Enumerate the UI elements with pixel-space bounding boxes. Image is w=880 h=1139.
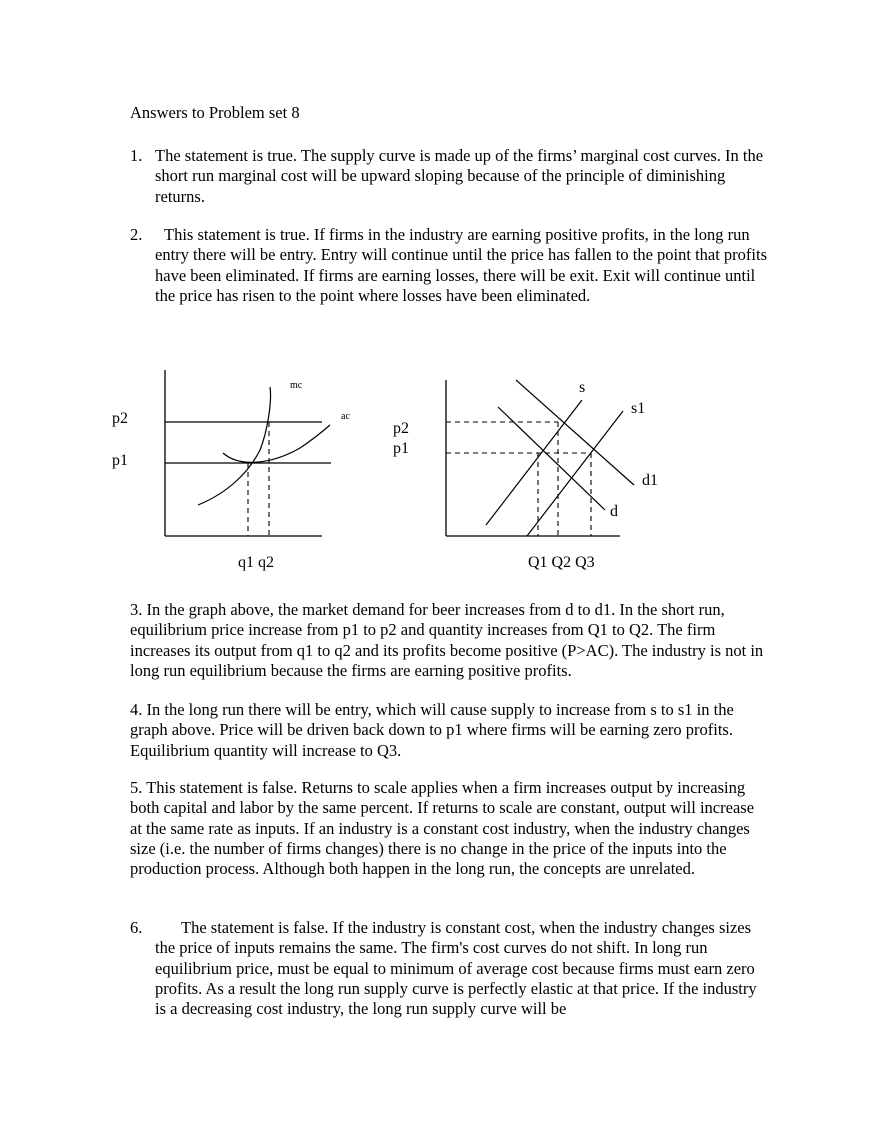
item-text: The statement is true. The supply curve … xyxy=(155,146,764,206)
firm-x-labels: q1 q2 xyxy=(238,554,274,571)
item-number: 2. xyxy=(130,225,143,244)
market-supply-s xyxy=(485,399,583,526)
answer-paragraph-5: 5. This statement is false. Returns to s… xyxy=(130,778,755,879)
page-title: Answers to Problem set 8 xyxy=(130,103,300,122)
firm-p1-label: p1 xyxy=(112,452,128,469)
market-demand-d xyxy=(497,406,606,511)
item-number: 1. xyxy=(130,146,143,165)
firm-p2-label: p2 xyxy=(112,410,128,427)
market-p2-label: p2 xyxy=(393,420,409,437)
firm-graph: p2 p1 mc ac q1 q2 xyxy=(112,370,350,571)
market-p1-label: p1 xyxy=(393,440,409,457)
firm-ac-curve xyxy=(222,424,331,463)
market-s1-label: s1 xyxy=(631,400,645,417)
answer-item-6: 6. The statement is false. If the indust… xyxy=(130,918,770,1019)
market-supply-s1 xyxy=(526,410,624,537)
item-number: 6. xyxy=(130,918,143,937)
market-x-labels: Q1 Q2 Q3 xyxy=(528,554,595,571)
answer-item-1: 1. The statement is true. The supply cur… xyxy=(130,146,770,207)
market-demand-d1 xyxy=(515,379,635,486)
market-s-label: s xyxy=(579,379,585,396)
item-text: The statement is false. If the industry … xyxy=(155,918,757,1019)
market-d-label: d xyxy=(610,503,618,520)
firm-mc-label: mc xyxy=(290,380,303,391)
answer-paragraph-3: 3. In the graph above, the market demand… xyxy=(130,600,764,680)
firm-mc-curve xyxy=(197,386,272,506)
answer-item-2: 2. This statement is true. If firms in t… xyxy=(130,225,770,306)
economics-graphs: p2 p1 mc ac q1 q2 p2 p1 s s1 d1 d Q1 Q2 … xyxy=(112,370,658,571)
item-text: This statement is true. If firms in the … xyxy=(155,225,768,305)
market-d1-label: d1 xyxy=(642,472,658,489)
firm-ac-label: ac xyxy=(341,411,350,422)
answer-paragraph-4: 4. In the long run there will be entry, … xyxy=(130,700,734,760)
market-graph: p2 p1 s s1 d1 d Q1 Q2 Q3 xyxy=(393,379,658,571)
